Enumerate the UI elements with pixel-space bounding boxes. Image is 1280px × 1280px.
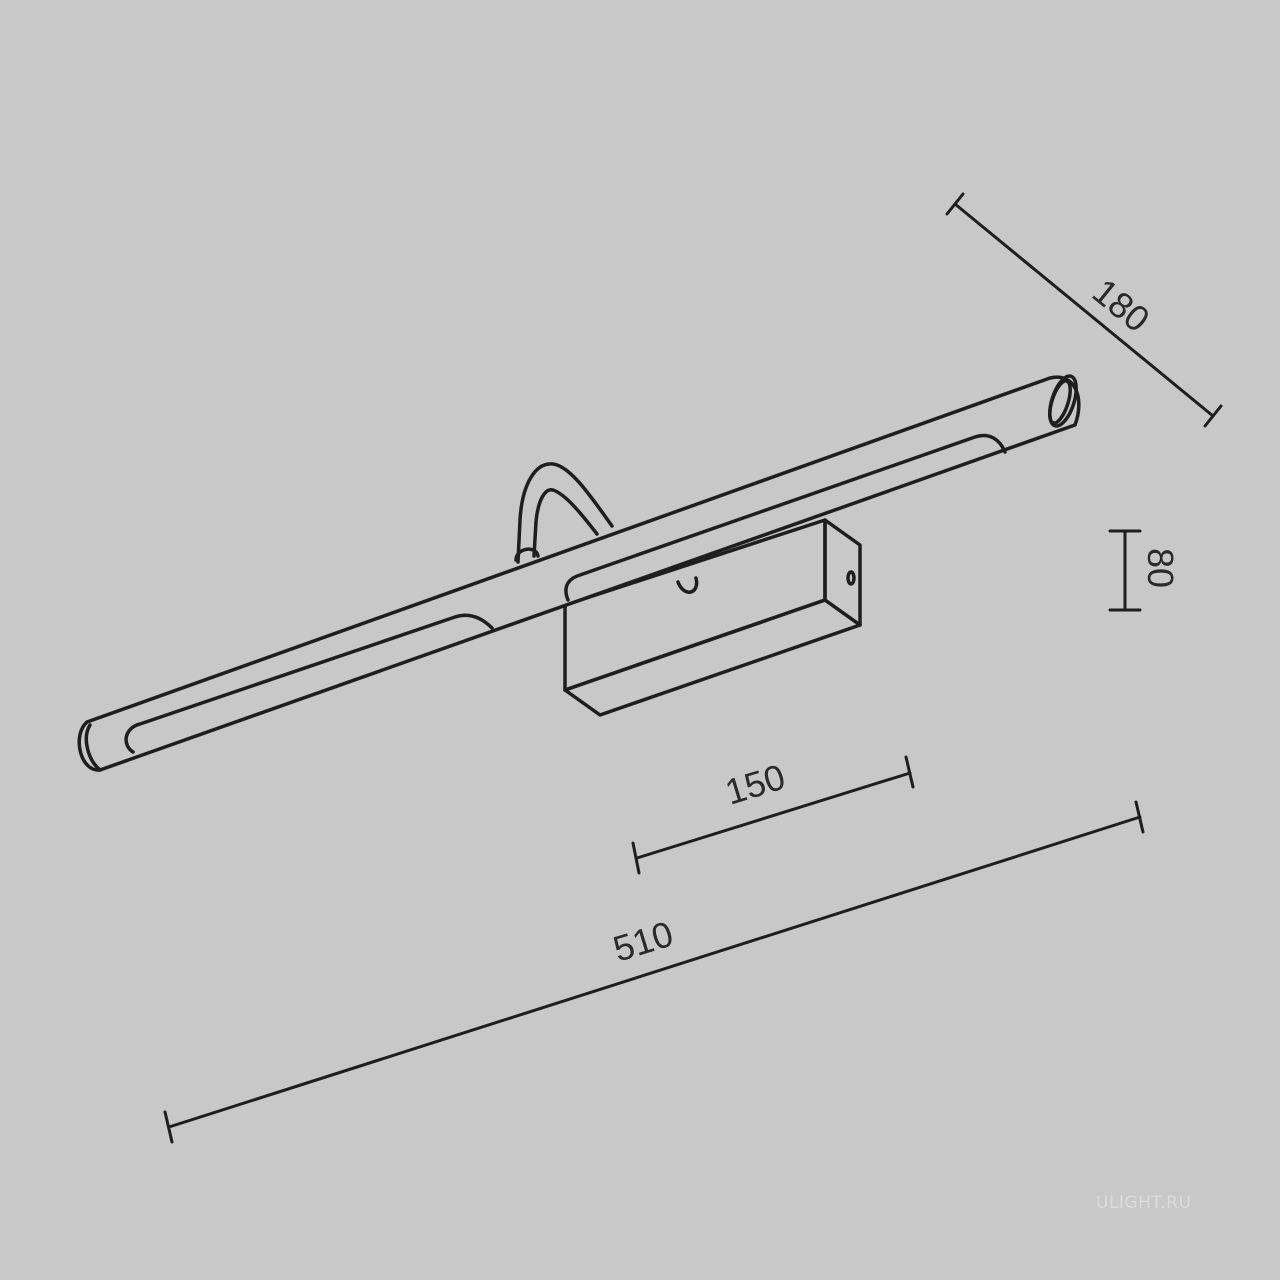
dimension-base-height: 80: [1108, 529, 1181, 612]
dimension-depth-label: 180: [1085, 270, 1157, 340]
dimension-total-length-label: 510: [608, 913, 677, 970]
lamp-tube: [77, 374, 1081, 772]
lamp-base-box: [563, 518, 862, 717]
dimension-base-width-label: 150: [720, 756, 789, 813]
pivot-knob: [676, 576, 699, 594]
dimension-base-width: 150: [631, 755, 915, 875]
lamp-arm: [514, 462, 614, 564]
watermark: ULIGHT.RU: [1096, 1193, 1192, 1213]
dimension-depth: 180: [945, 192, 1223, 428]
dimension-base-height-label: 80: [1140, 548, 1181, 588]
